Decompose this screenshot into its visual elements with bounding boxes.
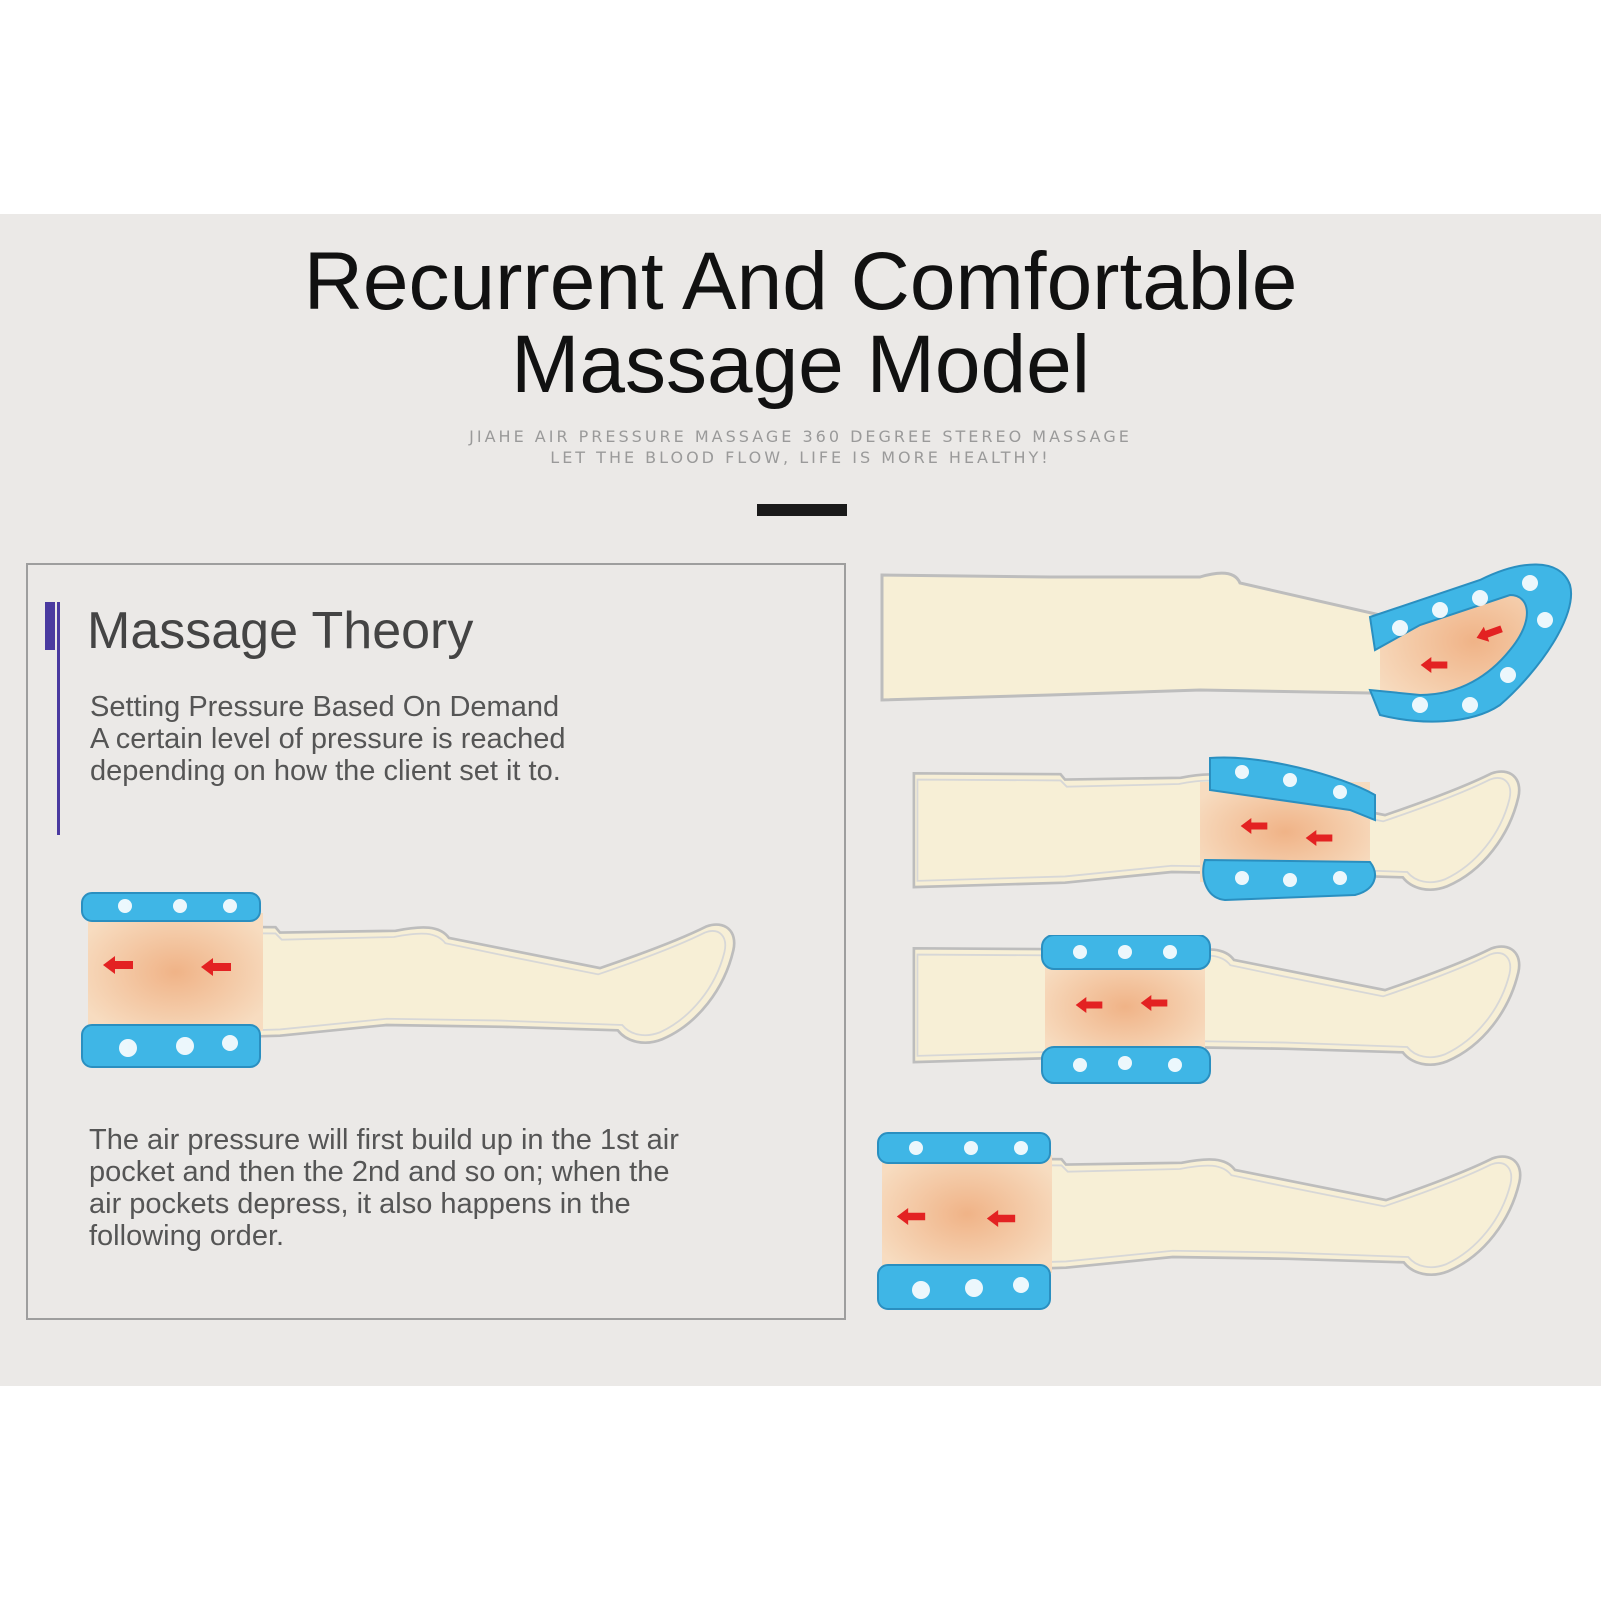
subtitle-line2: LET THE BLOOD FLOW, LIFE IS MORE HEALTHY…: [550, 448, 1051, 467]
cuff-air-bubbles: [1073, 945, 1182, 1072]
leg-illustration-step-3: [912, 935, 1521, 1084]
cuff-air-bubbles: [118, 899, 238, 1057]
cuff-top: [1209, 756, 1376, 822]
paragraph2-line4: following order.: [89, 1220, 285, 1252]
page-title-line1: Recurrent And Comfortable: [303, 236, 1298, 327]
theory-paragraph-2: The air pressure will first build up in …: [89, 1124, 769, 1252]
leg-illustration-step-4: [877, 1132, 1522, 1310]
subtitle-line1: JIAHE AIR PRESSURE MASSAGE 360 DEGREE ST…: [469, 427, 1132, 446]
page-title-line2: Massage Model: [511, 319, 1090, 410]
leg-illustration-step-1: [880, 563, 1573, 723]
paragraph1-line1: Setting Pressure Based On Demand: [90, 691, 560, 723]
pressure-zone: [88, 913, 263, 1031]
theory-paragraph-1: Setting Pressure Based On Demand A certa…: [90, 691, 770, 787]
paragraph1-line2: A certain level of pressure is reached: [90, 723, 566, 755]
paragraph2-line3: air pockets depress, it also happens in …: [89, 1188, 631, 1220]
cuff-air-bubbles: [1392, 575, 1553, 713]
paragraph2-line1: The air pressure will first build up in …: [89, 1124, 679, 1156]
leg-illustration-step-2: [912, 756, 1521, 902]
leg-illustration-main: [81, 892, 736, 1068]
cuff-air-bubbles: [909, 1141, 1029, 1299]
paragraph1-line3: depending on how the client set it to.: [90, 755, 561, 787]
heading-accent-line: [57, 602, 60, 835]
pressure-zone: [1045, 957, 1205, 1057]
paragraph2-line2: pocket and then the 2nd and so on; when …: [89, 1156, 670, 1188]
theory-panel: [26, 563, 846, 1320]
heading-accent-bar: [45, 602, 55, 650]
foot-cuff: [1368, 563, 1573, 723]
theory-heading: Massage Theory: [87, 602, 474, 660]
title-divider: [757, 504, 847, 516]
cuff-air-bubbles: [1235, 765, 1347, 887]
